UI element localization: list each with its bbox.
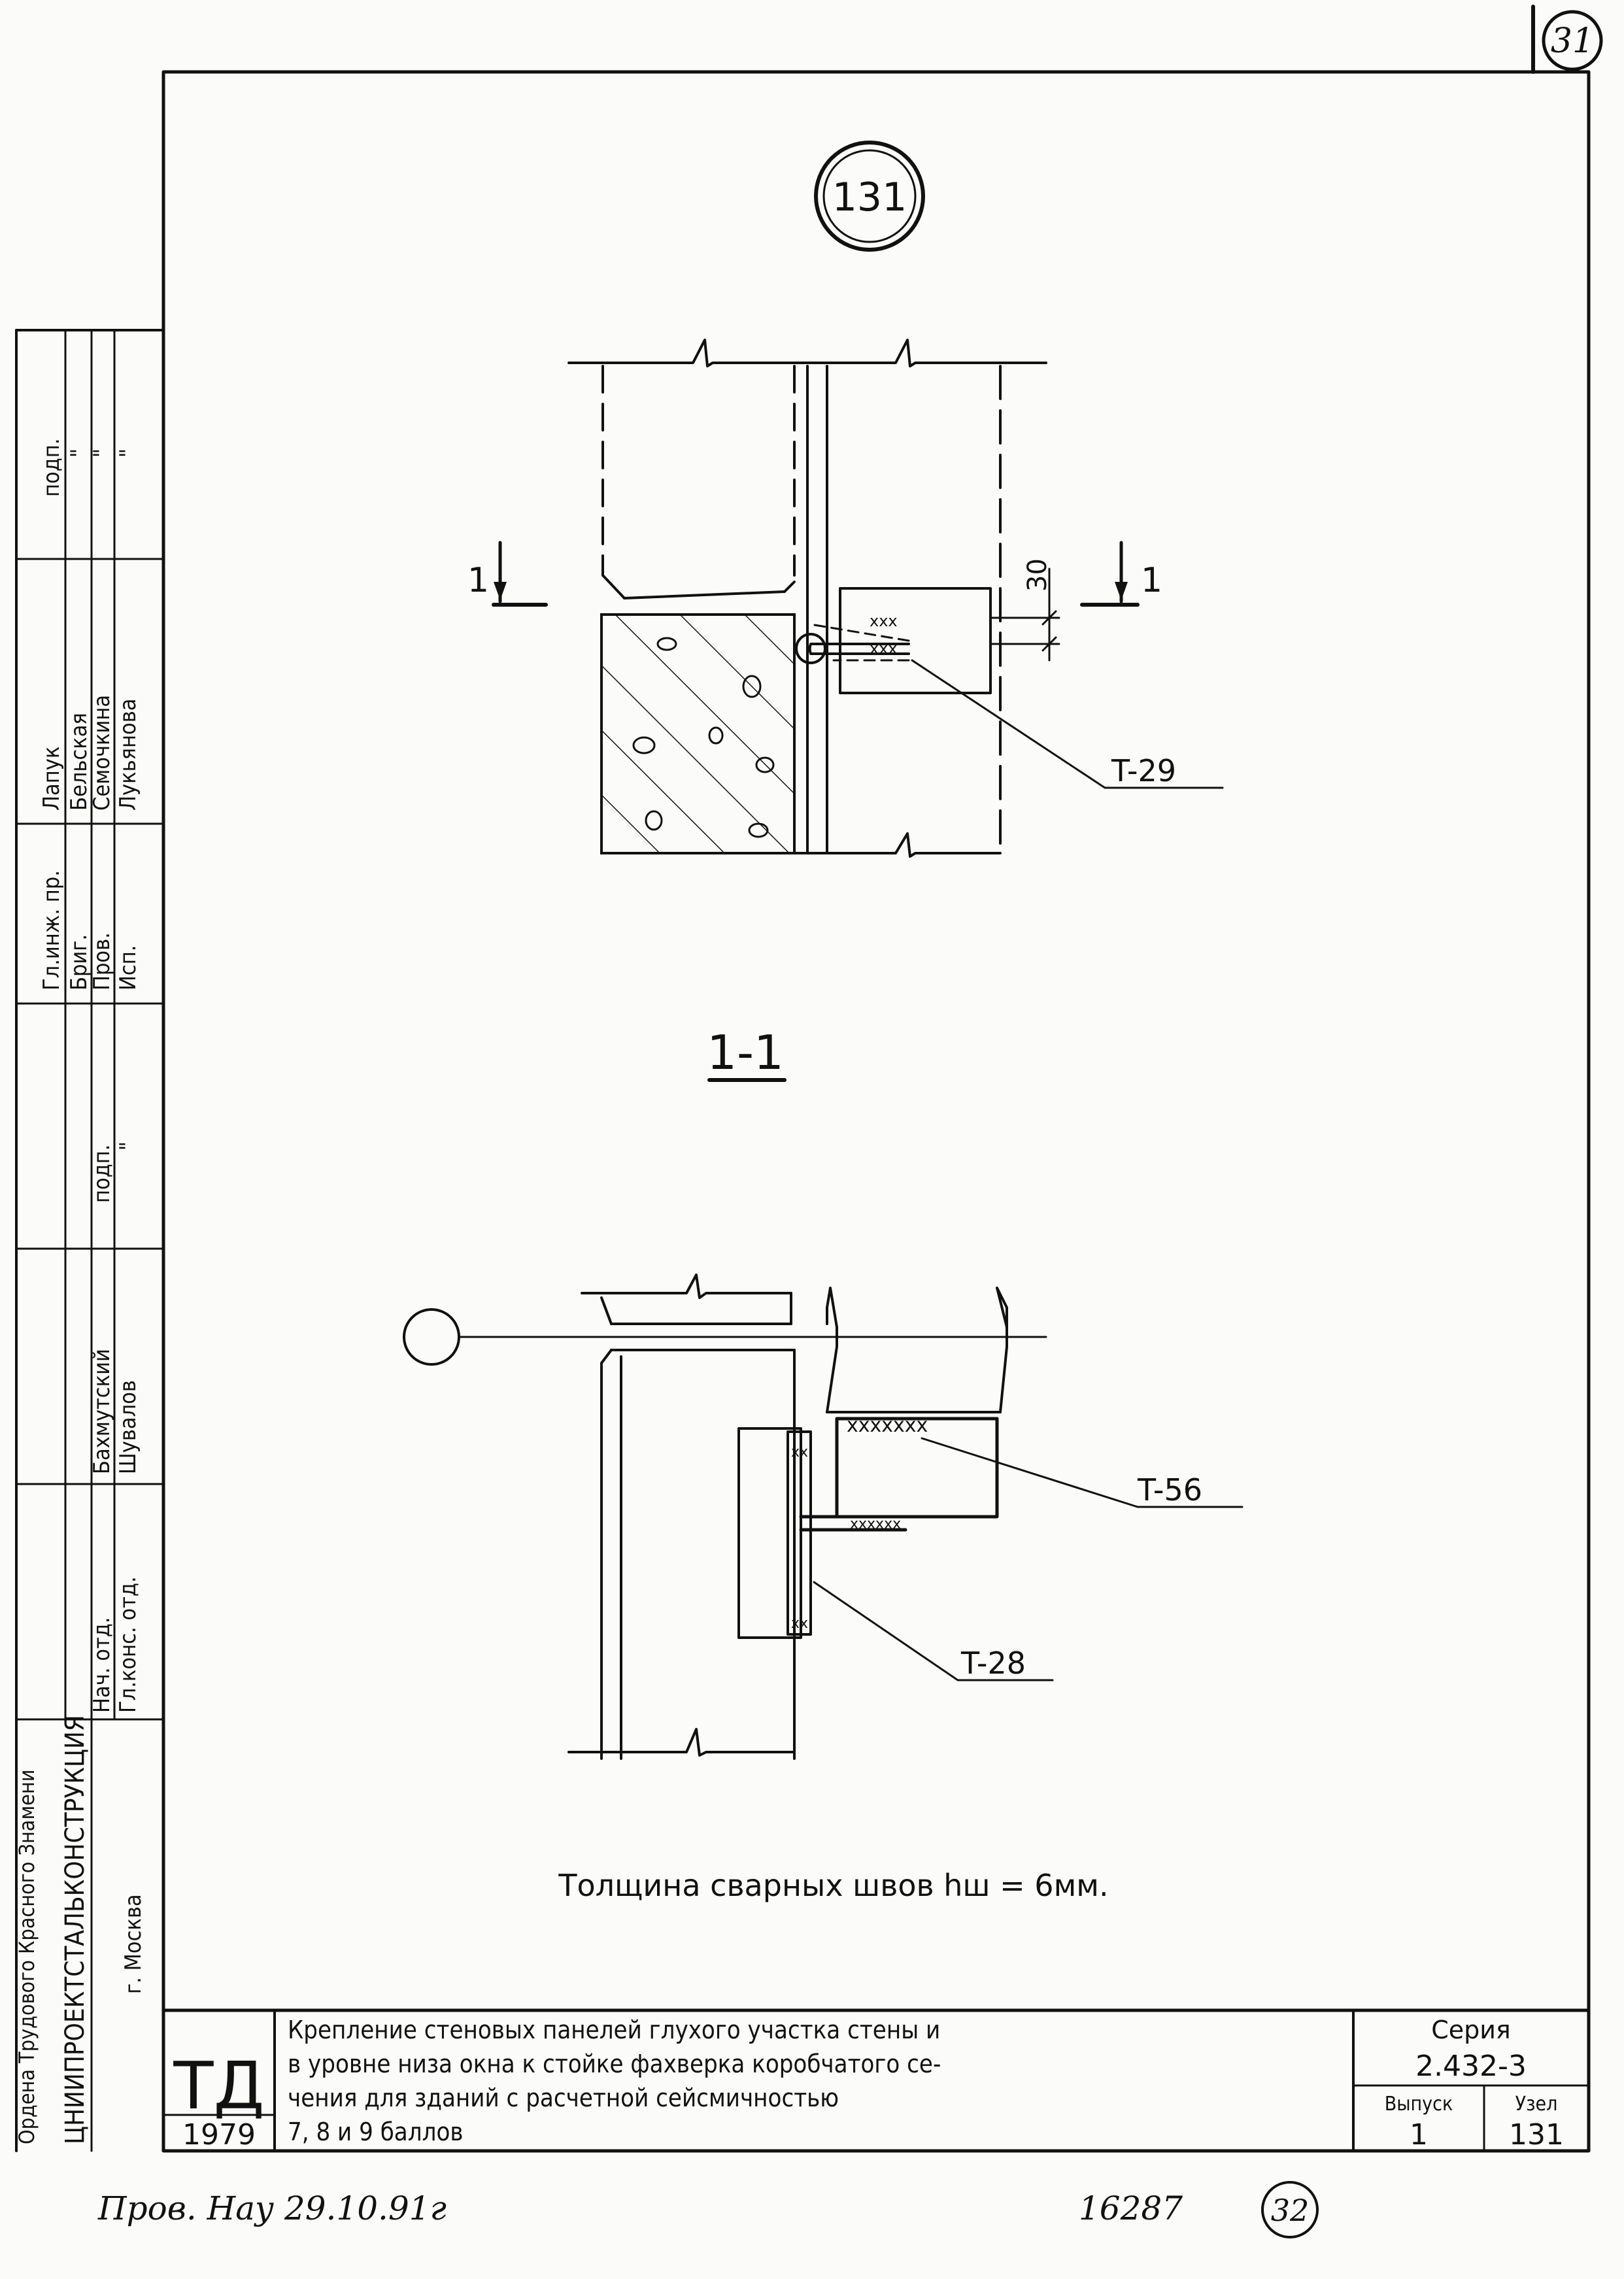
svg-text:Нач. отд.: Нач. отд. bbox=[89, 1617, 115, 1713]
svg-text:Выпуск: Выпуск bbox=[1385, 2093, 1453, 2116]
svg-text:1: 1 bbox=[1410, 2118, 1428, 2152]
svg-text:Бриг.: Бриг. bbox=[66, 934, 92, 990]
svg-text:Пров. Нау 29.10.91г: Пров. Нау 29.10.91г bbox=[97, 2189, 447, 2227]
svg-text:Крепление стеновых панелей глу: Крепление стеновых панелей глухого участ… bbox=[288, 2016, 940, 2044]
svg-text:Шувалов: Шувалов bbox=[115, 1380, 141, 1474]
svg-text:чения для зданий с расчетной с: чения для зданий с расчетной сейсмичност… bbox=[288, 2084, 839, 2112]
svg-text:xx: xx bbox=[791, 1615, 808, 1632]
svg-text:T-28: T-28 bbox=[960, 1646, 1026, 1681]
svg-text:Пров.: Пров. bbox=[89, 932, 115, 990]
svg-text:в уровне низа окна к стойке фа: в уровне низа окна к стойке фахверка кор… bbox=[288, 2050, 941, 2078]
svg-text:Бахмутский: Бахмутский bbox=[89, 1349, 115, 1474]
svg-text:Ордена Трудового Красного Знам: Ордена Трудового Красного Знамени bbox=[14, 1770, 39, 2144]
node-number-badge: 131 bbox=[814, 141, 925, 252]
svg-text:31: 31 bbox=[1551, 22, 1594, 61]
svg-text:Лапук: Лапук bbox=[39, 747, 65, 811]
svg-text:T-56: T-56 bbox=[1137, 1472, 1202, 1508]
svg-text:1: 1 bbox=[1141, 561, 1162, 600]
svg-text:30: 30 bbox=[1023, 558, 1053, 592]
svg-text:1: 1 bbox=[467, 561, 489, 600]
approval-strip: Гл.инж. пр. Бриг. Пров. Исп. Лапук Бельс… bbox=[14, 329, 165, 2152]
svg-text:xxxxxxx: xxxxxxx bbox=[847, 1414, 928, 1437]
svg-text:1-1: 1-1 bbox=[707, 1025, 784, 1080]
page-number-top: 31 bbox=[1542, 10, 1603, 71]
svg-text:Лукьянова: Лукьянова bbox=[115, 699, 141, 811]
svg-text:подп.: подп. bbox=[39, 438, 65, 497]
svg-text:16287: 16287 bbox=[1079, 2189, 1183, 2227]
svg-text:": " bbox=[66, 448, 92, 458]
svg-text:xx: xx bbox=[791, 1444, 808, 1460]
svg-text:Серия: Серия bbox=[1431, 2016, 1511, 2044]
svg-text:xxx: xxx bbox=[870, 639, 898, 658]
elevation-view: xxx xxx 30 1 1 T-29 bbox=[467, 339, 1224, 858]
svg-text:7, 8 и 9 баллов: 7, 8 и 9 баллов bbox=[288, 2118, 464, 2146]
svg-text:": " bbox=[115, 1141, 141, 1151]
svg-text:xxx: xxx bbox=[870, 612, 898, 630]
svg-text:ЦНИИПРОЕКТСТАЛЬКОНСТРУКЦИЯ: ЦНИИПРОЕКТСТАЛЬКОНСТРУКЦИЯ bbox=[60, 1715, 90, 2144]
svg-text:32: 32 bbox=[1271, 2193, 1310, 2228]
svg-text:ТД: ТД bbox=[173, 2048, 264, 2124]
svg-text:г. Москва: г. Москва bbox=[120, 1894, 146, 1994]
svg-text:": " bbox=[89, 448, 115, 458]
section-label: 1-1 bbox=[707, 1025, 787, 1082]
svg-text:Гл.инж. пр.: Гл.инж. пр. bbox=[39, 870, 65, 990]
svg-text:Семочкина: Семочкина bbox=[89, 695, 115, 811]
svg-text:1979: 1979 bbox=[182, 2118, 256, 2152]
svg-text:131: 131 bbox=[832, 175, 907, 220]
svg-text:Бельская: Бельская bbox=[66, 713, 92, 811]
svg-text:xxxxxx: xxxxxx bbox=[850, 1516, 901, 1532]
svg-text:T-29: T-29 bbox=[1111, 753, 1176, 788]
svg-text:": " bbox=[115, 448, 141, 458]
title-block: ТД 1979 Крепление стеновых панелей глухо… bbox=[161, 2008, 1591, 2152]
svg-text:Гл.конс. отд.: Гл.конс. отд. bbox=[115, 1576, 141, 1713]
svg-text:Узел: Узел bbox=[1515, 2093, 1558, 2116]
svg-text:подп.: подп. bbox=[89, 1144, 115, 1203]
section-view: xxxxxxx xx xx xxxxxx T-56 T-28 bbox=[403, 1274, 1243, 1760]
svg-text:2.432-3: 2.432-3 bbox=[1415, 2050, 1527, 2083]
svg-text:131: 131 bbox=[1509, 2118, 1564, 2152]
weld-note: Толщина сварных швов hш = 6мм. bbox=[558, 1868, 1108, 1903]
footer: Пров. Нау 29.10.91г 16287 32 bbox=[97, 2181, 1319, 2238]
svg-text:Исп.: Исп. bbox=[115, 945, 141, 990]
sheet-frame bbox=[161, 5, 1591, 2153]
